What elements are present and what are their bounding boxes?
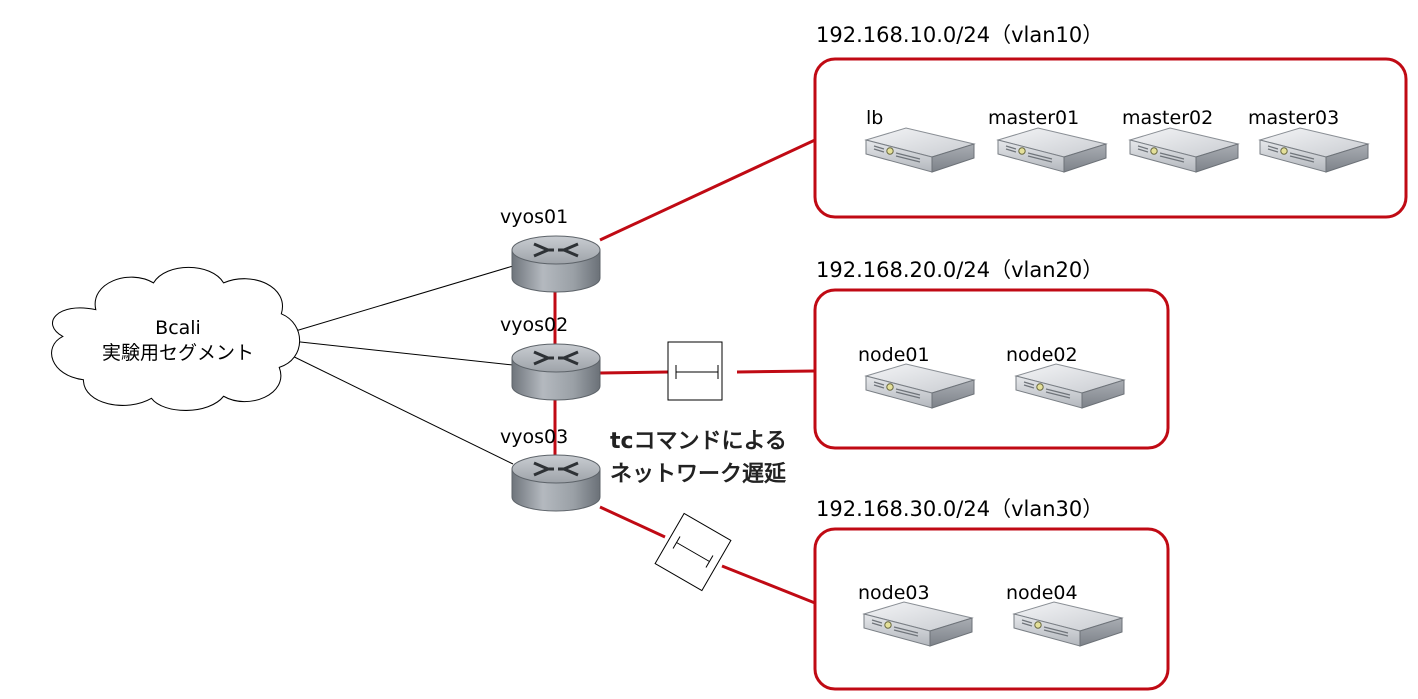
- link-vyos01-vlan10: [599, 138, 816, 242]
- subnet-vlan30-label: 192.168.30.0/24（vlan30）: [816, 497, 1103, 521]
- host-label: master02: [1122, 107, 1213, 129]
- subnet-vlan20-label: 192.168.20.0/24（vlan20）: [816, 258, 1103, 282]
- subnet-vlan20-box: [813, 288, 1170, 450]
- server-icon[interactable]: [1129, 127, 1239, 173]
- host-label: master01: [988, 107, 1079, 129]
- router-vyos01[interactable]: [510, 234, 602, 294]
- server-icon[interactable]: [1013, 601, 1123, 647]
- server-icon[interactable]: [863, 601, 973, 647]
- cloud-label-line2: 実験用セグメント: [102, 342, 254, 364]
- router-vyos02[interactable]: [510, 342, 602, 402]
- server-icon[interactable]: [1259, 127, 1369, 173]
- cloud-label-line1: Bcali: [155, 317, 201, 339]
- host-label: node03: [858, 582, 930, 604]
- host-label: node01: [858, 344, 930, 366]
- server-icon[interactable]: [865, 127, 975, 173]
- subnet-vlan10-label: 192.168.10.0/24（vlan10）: [816, 23, 1103, 47]
- link-cloud-vyos02: [281, 339, 514, 366]
- link-delay-vlan30: [721, 564, 816, 605]
- delay-box-icon: [654, 512, 732, 592]
- link-cloud-vyos01: [271, 265, 514, 339]
- router-icon: [510, 342, 602, 402]
- router-icon: [510, 453, 602, 513]
- server-icon[interactable]: [1015, 363, 1125, 409]
- server-icon[interactable]: [865, 363, 975, 409]
- host-label: node04: [1006, 582, 1078, 604]
- link-vyos02-delay: [599, 370, 669, 375]
- router-vyos03[interactable]: [510, 453, 602, 513]
- router-vyos03-label: vyos03: [500, 426, 568, 448]
- link-cloud-vyos03: [275, 347, 514, 465]
- host-label: master03: [1248, 107, 1339, 129]
- server-icon[interactable]: [997, 127, 1107, 173]
- subnet-vlan30-box: [813, 527, 1170, 691]
- host-label: lb: [866, 107, 883, 129]
- router-icon: [510, 234, 602, 294]
- host-label: node02: [1006, 344, 1078, 366]
- router-vyos01-label: vyos01: [500, 206, 568, 228]
- link-vyos03-delay: [599, 505, 666, 539]
- delay-note-line2: ネットワーク遅延: [610, 462, 787, 487]
- router-vyos02-label: vyos02: [500, 314, 568, 336]
- subnet-vlan10-box: [813, 57, 1408, 219]
- delay-box-icon: [667, 341, 723, 401]
- link-delay-vlan20: [736, 369, 816, 374]
- delay-note-line1: tcコマンドによる: [610, 429, 787, 454]
